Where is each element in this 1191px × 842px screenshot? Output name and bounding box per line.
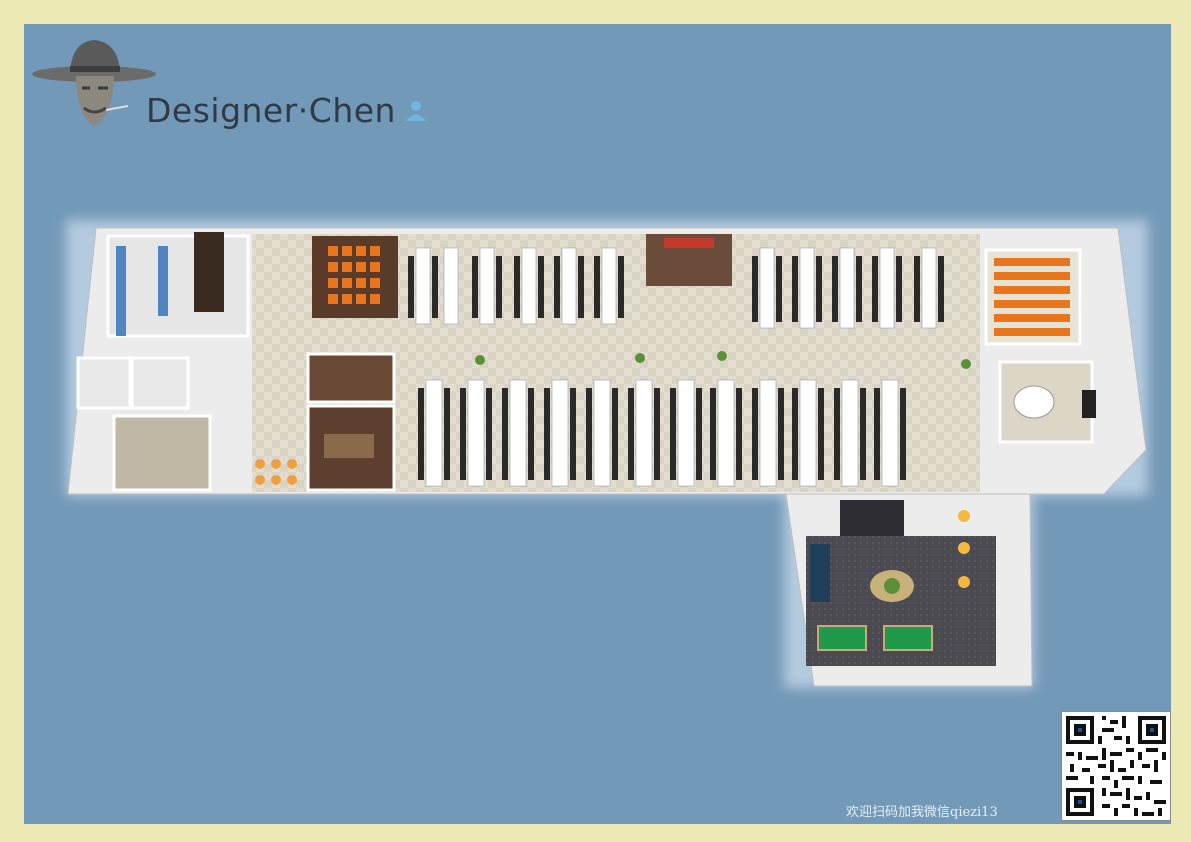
brand-block: Designer·Chen <box>32 36 452 146</box>
floor-plan <box>66 220 1148 688</box>
qr-code-icon <box>1062 712 1170 820</box>
user-icon <box>406 101 426 121</box>
render-frame: Designer·Chen <box>24 24 1171 824</box>
cowboy-portrait-icon <box>32 40 156 126</box>
qr-caption: 欢迎扫码加我微信qiezi13 <box>846 805 998 820</box>
qr-code[interactable] <box>1061 711 1171 821</box>
brand-title: Designer·Chen <box>146 91 396 130</box>
